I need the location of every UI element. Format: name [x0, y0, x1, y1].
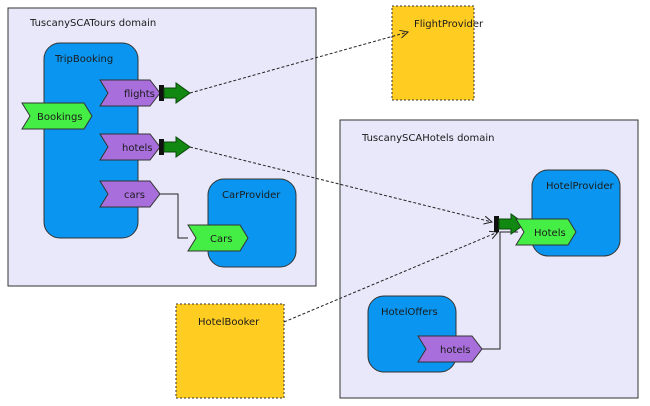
hotels-binding-bar [159, 139, 164, 155]
offers-hotels-wire [480, 231, 518, 350]
hotels-service-bar [494, 216, 499, 232]
cars-service-label: Cars [210, 234, 232, 245]
flights-binding-arrow [163, 82, 191, 104]
flight-provider-box[interactable] [391, 5, 475, 101]
hotels-reference-label: hotels [122, 143, 153, 154]
hotels-domain-label: TuscanySCAHotels domain [361, 133, 495, 144]
hotels-service-shape[interactable] [515, 218, 577, 246]
flights-binding-bar [159, 85, 164, 101]
hotels-reference[interactable]: hotels [99, 133, 191, 161]
cars-service-shape[interactable] [187, 224, 249, 252]
hotels-binding [189, 146, 492, 222]
offers-hotels-reference-shape[interactable] [417, 335, 483, 363]
cars-wire [160, 193, 188, 239]
hotel-booker-label: HotelBooker [198, 317, 260, 328]
hotels-service-label: Hotels [534, 228, 566, 239]
hotels-service[interactable]: Hotels [494, 213, 577, 246]
bookings-service[interactable]: Bookings [21, 102, 93, 130]
hotel-booker-binding [283, 232, 498, 323]
hotel-offers-label: HotelOffers [381, 307, 438, 318]
flights-reference[interactable]: flights [99, 79, 191, 107]
bookings-service-label: Bookings [37, 112, 83, 123]
cars-service[interactable]: Cars [187, 224, 249, 252]
cars-reference-label: cars [124, 190, 145, 201]
offers-hotels-reference-label: hotels [440, 345, 471, 356]
flight-provider-node[interactable]: FlightProvider [391, 5, 484, 101]
bookings-service-shape[interactable] [21, 102, 93, 130]
flight-provider-label: FlightProvider [414, 19, 484, 30]
hotel-booker-box[interactable] [175, 303, 285, 399]
cars-reference-shape[interactable] [99, 180, 161, 208]
offers-hotels-reference[interactable]: hotels [417, 335, 483, 363]
flights-binding [189, 32, 408, 94]
hotels-reference-shape[interactable] [99, 133, 161, 161]
hotels-binding-arrow [163, 136, 191, 158]
cars-reference[interactable]: cars [99, 180, 161, 208]
flights-reference-label: flights [124, 89, 155, 100]
hotels-service-arrow [498, 213, 526, 235]
hotel-provider-label: HotelProvider [546, 181, 615, 192]
flights-reference-shape[interactable] [99, 79, 161, 107]
trip-booking-label: TripBooking [54, 54, 113, 65]
tours-domain-label: TuscanySCATours domain [29, 18, 156, 29]
car-provider-component[interactable]: CarProvider [207, 178, 297, 268]
hotel-booker-node[interactable]: HotelBooker [175, 303, 285, 399]
car-provider-label: CarProvider [222, 190, 281, 201]
